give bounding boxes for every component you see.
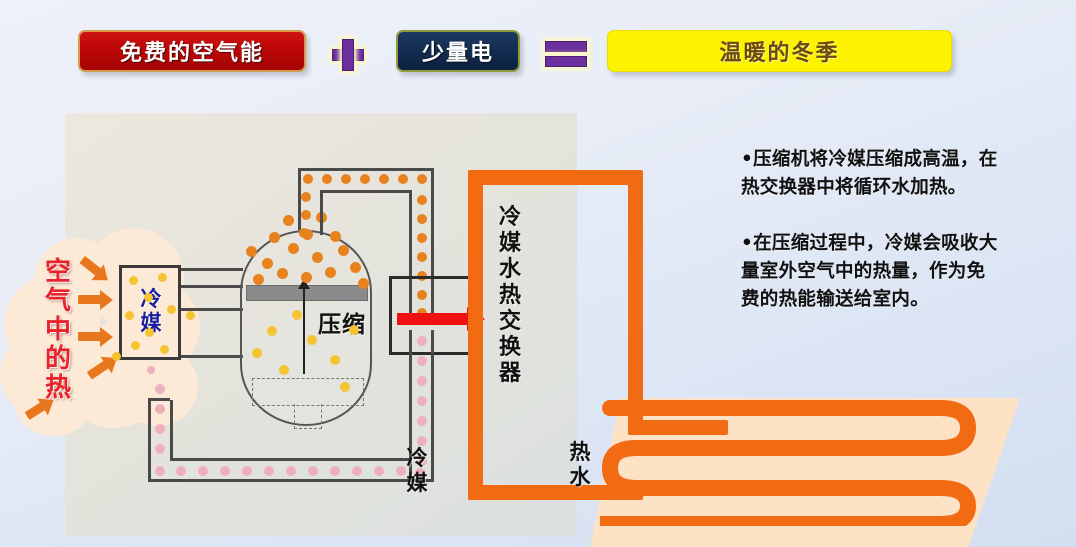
compressor-base-dash-stem [294,404,322,429]
equals-icon-bar-bottom [545,56,587,67]
hx-left-wall [468,170,483,500]
refrigerant-return-char-0: 冷 [406,446,428,470]
badge-free-air-energy[interactable]: 免费的空气能 [78,30,306,72]
badge-free-air-energy-label: 免费的空气能 [119,41,264,66]
badge-small-electricity-label: 少量电 [421,41,494,66]
evap-to-comp-upper-pipe-edge [181,268,243,271]
compressor-base-dash-outer [252,378,364,406]
return-pipe-right-riser-outer [431,330,434,482]
badge-warm-winter-label: 温暖的冬季 [719,41,840,66]
cloud-heat-label-char-4: 热 [44,373,71,403]
hx-label-char-6: 器 [498,361,521,386]
compression-direction-arrow [298,279,310,374]
hx-label-char-4: 交 [498,309,521,334]
hot-water-char-0: 热 [569,440,591,464]
hx-top-wall [468,170,643,185]
plus-icon [330,36,364,71]
evaporator-box [119,265,181,360]
hx-label-char-1: 媒 [498,231,521,256]
badge-warm-winter[interactable]: 温暖的冬季 [607,30,952,72]
evap-to-comp-lower-pipe-edge [181,355,243,358]
note-item-0: •压缩机将冷媒压缩成高温，在热交换器中将循环水加热。 [741,149,998,198]
discharge-pipe-downcomer-left [409,190,412,316]
compressor-label: 压缩 [318,312,366,338]
hx-label-char-5: 换 [498,335,521,360]
hx-right-wall [628,170,643,435]
hot-water-char-1: 水 [569,465,591,489]
return-pipe-left-riser-outer [148,400,151,482]
cloud-heat-label-char-1: 气 [44,286,71,316]
cloud-heat-label-char-2: 中 [44,315,71,345]
underfloor-heating-coil [600,400,977,526]
heat-transfer-arrow-stem [397,313,469,325]
equals-icon [545,40,587,68]
badge-small-electricity[interactable]: 少量电 [396,30,520,72]
return-pipe-right-riser-inner [409,330,412,482]
evap-to-comp-upper-pipe [181,285,243,288]
explanation-notes: •压缩机将冷媒压缩成高温，在热交换器中将循环水加热。 •在压缩过程中，冷媒会吸收… [741,146,1003,342]
note-item-1: •在压缩过程中，冷媒会吸收大量室外空气中的热量，作为免费的热能输送给室内。 [741,233,998,310]
return-pipe-bottom-inner [170,458,410,461]
return-pipe-bottom [148,479,434,482]
hx-label-char-3: 热 [498,283,521,308]
hx-coil-feed [628,420,728,435]
hot-water-label: 热 水 [566,440,594,490]
discharge-pipe-riser-right [320,190,323,235]
hx-bottom-wall [468,485,643,500]
discharge-pipe-downcomer-right [431,168,434,316]
discharge-pipe-top-inner [320,190,412,193]
cloud-heat-label-char-3: 的 [44,344,71,374]
discharge-pipe-top [298,168,434,171]
refrigerant-return-label: 冷 媒 [404,446,430,496]
evap-to-comp-lower-pipe [181,308,243,311]
return-pipe-evap-stub-a [148,398,170,401]
hx-label-char-0: 冷 [498,205,521,230]
plus-icon-bar-v [342,39,354,71]
equals-icon-bar-top [545,41,587,52]
cloud-heat-label: 空 气 中 的 热 [38,258,78,403]
cloud-heat-label-char-0: 空 [44,257,71,287]
hx-label-char-2: 水 [498,257,521,282]
heat-exchanger-label: 冷 媒 水 热 交 换 器 [495,205,525,387]
header-equation: 免费的空气能 少量电 温暖的冬季 [0,0,1076,98]
discharge-pipe-riser-left [298,168,301,230]
refrigerant-return-char-1: 媒 [406,471,428,495]
return-pipe-left-riser-inner [170,400,173,461]
